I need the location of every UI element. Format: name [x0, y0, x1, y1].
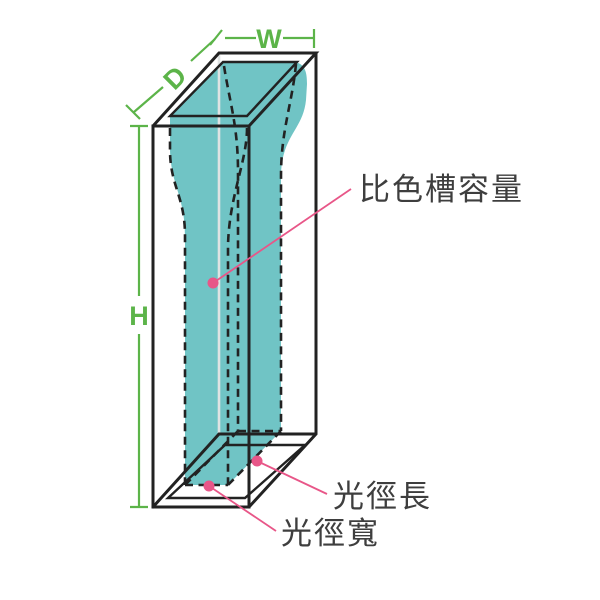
leader-path-width: 光徑寬	[203, 480, 380, 551]
cavity-back-right-edge	[279, 63, 298, 431]
leader-volume: 比色槽容量	[207, 172, 524, 289]
path-length-leader-line	[256, 460, 328, 495]
volume-leader-line	[212, 188, 352, 284]
height-dimension-ticks	[130, 124, 148, 509]
liquid-surface-outline	[167, 60, 300, 118]
depth-dimension-line	[133, 38, 216, 113]
volume-marker-dot	[207, 277, 219, 289]
path-length-marker-dot	[251, 455, 263, 467]
depth-dimension-tick	[125, 104, 141, 120]
width-label: W	[256, 24, 282, 54]
volume-label: 比色槽容量	[359, 172, 524, 207]
cavity-front-right-edge	[226, 127, 249, 485]
height-label: H	[129, 301, 149, 331]
cuvette-outer-edges	[151, 51, 320, 509]
leader-path-length: 光徑長	[251, 455, 432, 514]
path-width-marker-dot	[203, 480, 215, 492]
path-length-label: 光徑長	[333, 479, 432, 514]
cavity-back-left-edge	[222, 65, 240, 431]
dimension-width: W	[209, 24, 316, 54]
path-width-leader-line	[208, 485, 277, 532]
path-width-label: 光徑寬	[281, 516, 380, 551]
dimension-height: H	[129, 124, 149, 509]
